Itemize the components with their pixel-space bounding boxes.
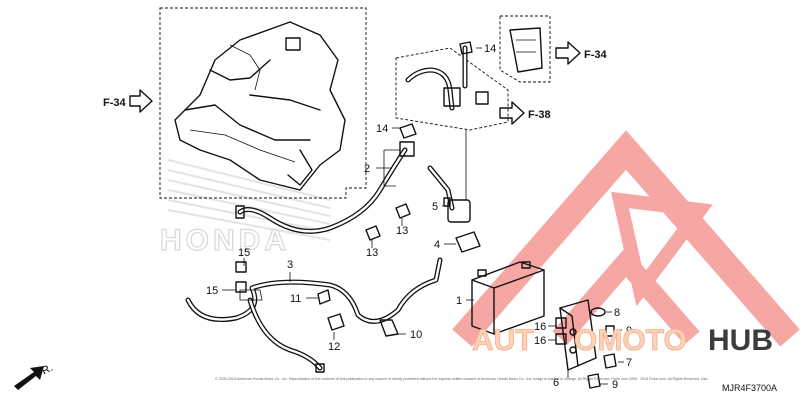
bolt-9-b [587, 373, 601, 389]
callout-16b: 16 [534, 335, 546, 347]
grommet-12 [327, 313, 345, 331]
callout-3: 3 [287, 259, 293, 271]
ref-label: F-34 [584, 49, 608, 61]
battery-holder-bracket [559, 299, 597, 371]
bolt-9-a [605, 325, 615, 337]
callout-labels: 1 2 3 4 5 6 7 8 9 9 10 11 12 13 13 14 14… [206, 43, 632, 391]
callout-13b: 13 [396, 225, 408, 237]
nut-13-b [395, 203, 411, 219]
terminal-11 [317, 289, 331, 305]
ref-arrow-f34-left[interactable]: F-34 [103, 89, 153, 113]
wire-harness-subassembly [395, 45, 509, 131]
callout-13a: 13 [366, 247, 378, 259]
wordmark-prefix: AUT [472, 324, 534, 357]
automotohub-logo [452, 130, 800, 347]
callout-9a: 9 [626, 325, 632, 337]
callout-14b: 14 [484, 43, 496, 55]
copyright-notice: © 2000-2015 American Honda Motor Co., In… [215, 377, 708, 381]
collar-16 [555, 317, 567, 345]
diagram-code: MJR4F3700A [722, 383, 777, 393]
ref-arrow-f34-right[interactable]: F-34 [555, 41, 608, 65]
leader-lines [222, 47, 624, 385]
negative-cable [235, 141, 415, 234]
nut-14-b [459, 41, 473, 55]
nut-14-a [399, 123, 417, 139]
callout-6: 6 [553, 377, 559, 389]
callout-15b: 15 [238, 247, 250, 259]
callout-7: 7 [626, 357, 632, 369]
front-direction-arrow: FR. [14, 362, 55, 390]
callout-1: 1 [456, 295, 462, 307]
starter-relay [427, 130, 471, 223]
ref-label: F-38 [528, 109, 551, 121]
wordmark-middle: OMOTO [574, 324, 687, 357]
callout-14a: 14 [376, 123, 388, 135]
automotohub-wordmark: AUT OMOTO HUB [472, 324, 773, 358]
front-label: FR. [34, 362, 55, 381]
battery [471, 261, 545, 335]
callout-15a: 15 [206, 285, 218, 297]
bolts-15 [235, 261, 247, 293]
ref-label: F-34 [103, 97, 127, 109]
callout-10: 10 [410, 329, 422, 341]
callout-4: 4 [434, 239, 440, 251]
bolt-7 [603, 353, 617, 369]
fuse-box [499, 15, 551, 83]
bolt-part-4 [455, 231, 481, 253]
callout-9b: 9 [612, 379, 618, 391]
washer-8 [590, 307, 606, 317]
callout-2: 2 [364, 163, 370, 175]
nut-13-a [365, 225, 381, 241]
callout-8: 8 [614, 307, 620, 319]
callout-16a: 16 [534, 321, 546, 333]
positive-cable [185, 257, 443, 373]
callout-5: 5 [432, 201, 438, 213]
callout-11: 11 [290, 293, 301, 305]
honda-text-watermark: HONDA [160, 224, 290, 257]
ref-arrow-f38[interactable]: F-38 [499, 101, 551, 125]
callout-12: 12 [328, 341, 340, 353]
wordmark-suffix: HUB [708, 324, 773, 357]
battery-tray-assembly [159, 7, 367, 199]
